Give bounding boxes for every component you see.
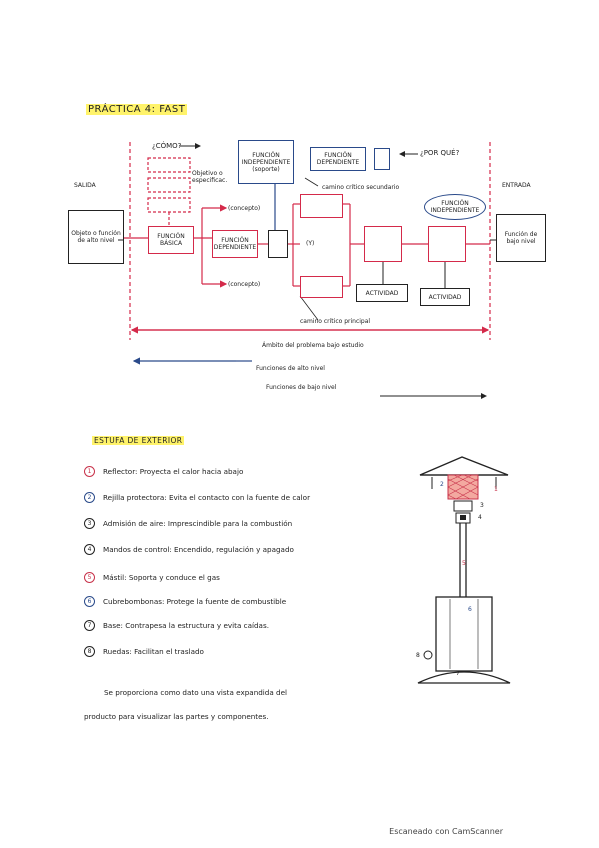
funciones-alto-nivel-label: Funciones de alto nivel [256, 365, 325, 372]
estufa-item-number: 3 [84, 518, 95, 529]
estufa-item-number: 6 [84, 596, 95, 607]
estufa-item-text: Ruedas: Facilitan el traslado [103, 647, 204, 656]
branch-box-top [300, 194, 343, 218]
y-label: (Y) [306, 240, 315, 247]
estufa-item: 3 Admisión de aire: Imprescindible para l… [84, 518, 292, 529]
diagram-lines [118, 142, 496, 399]
estufa-item-number: 8 [84, 646, 95, 657]
objetivo-especificaciones-label: Objetivo o especificac. [192, 170, 228, 184]
por-que-label: ¿POR QUÉ? [420, 149, 460, 157]
funcion-bajo-nivel-box: Función de bajo nivel [496, 214, 546, 262]
figure-label-7: 7 [456, 670, 460, 677]
figure-label-2: 2 [440, 481, 444, 488]
estufa-item-text: Admisión de aire: Imprescindible para la… [103, 519, 293, 528]
mid-box [364, 226, 402, 262]
heater-figure [417, 456, 511, 684]
branch-box-bottom [300, 276, 343, 298]
funcion-basica-box: FUNCIÓN BÁSICA [148, 226, 194, 254]
estufa-item-text: Rejilla protectora: Evita el contacto co… [103, 493, 311, 502]
concepto-bottom-label: (concepto) [228, 281, 261, 288]
estufa-item: 1 Reflector: Proyecta el calor hacia abaj… [84, 466, 243, 477]
estufa-item: 2 Rejilla protectora: Evita el contacto c… [84, 492, 310, 503]
concepto-top-label: (concepto) [228, 205, 261, 212]
estufa-item-text: Reflector: Proyecta el calor hacia abajo [103, 467, 244, 476]
figure-label-6: 6 [468, 606, 472, 613]
estufa-item-number: 7 [84, 620, 95, 631]
como-label: ¿CÓMO? [152, 142, 182, 150]
estufa-item-text: Base: Contrapesa la estructura y evita c… [103, 621, 269, 630]
funciones-bajo-nivel-label: Funciones de bajo nivel [266, 384, 337, 391]
figure-label-1: 1 [494, 486, 498, 493]
estufa-item: 7 Base: Contrapesa la estructura y evita … [84, 620, 269, 631]
right-box [428, 226, 466, 262]
funcion-dependiente-box: FUNCIÓN DEPENDIENTE [212, 230, 258, 258]
funcion-independiente-ellipse: FUNCIÓN INDEPENDIENTE [424, 194, 486, 220]
funcion-independiente-soporte-box: FUNCIÓN INDEPENDIENTE (soporte) [238, 140, 294, 184]
estufa-item-number: 1 [84, 466, 95, 477]
estufa-item: 4 Mandos de control: Encendido, regulació… [84, 544, 294, 555]
estufa-item: 5 Mástil: Soporta y conduce el gas [84, 572, 220, 583]
figure-label-4: 4 [478, 514, 482, 521]
figure-label-8: 8 [416, 652, 420, 659]
small-box-top [374, 148, 390, 170]
funcion-dependiente-top-box: FUNCIÓN DEPENDIENTE [310, 147, 366, 171]
figure-label-5: 5 [462, 560, 466, 567]
camino-critico-secundario-label: camino crítico secundario [322, 184, 400, 191]
practice-title: PRÁCTICA 4: FAST [86, 104, 188, 115]
estufa-item: 6 Cubrebombonas: Protege la fuente de com… [84, 596, 286, 607]
figure-label-3: 3 [480, 502, 484, 509]
estufa-item-number: 2 [84, 492, 95, 503]
estufa-note-line2: producto para visualizar las partes y co… [84, 712, 269, 721]
salida-label: SALIDA [74, 182, 96, 189]
estufa-item-number: 4 [84, 544, 95, 555]
estufa-item-text: Mástil: Soporta y conduce el gas [103, 573, 220, 582]
estufa-item-number: 5 [84, 572, 95, 583]
estufa-item-text: Mandos de control: Encendido, regulación… [103, 545, 294, 554]
actividad-box-2: ACTIVIDAD [420, 288, 470, 306]
ambito-label: Ámbito del problema bajo estudio [262, 342, 364, 349]
estufa-note-line1: Se proporciona como dato una vista expan… [104, 688, 288, 697]
estufa-item: 8 Ruedas: Facilitan el traslado [84, 646, 204, 657]
actividad-box-1: ACTIVIDAD [356, 284, 408, 302]
connector-box [268, 230, 288, 258]
estufa-item-text: Cubrebombonas: Protege la fuente de comb… [103, 597, 287, 606]
camino-critico-principal-label: camino crítico principal [300, 318, 371, 325]
objeto-alto-nivel-box: Objeto o función de alto nivel [68, 210, 124, 264]
entrada-label: ENTRADA [502, 182, 531, 189]
estufa-title: ESTUFA DE EXTERIOR [92, 436, 185, 445]
scanner-watermark: Escaneado con CamScanner [389, 827, 503, 836]
